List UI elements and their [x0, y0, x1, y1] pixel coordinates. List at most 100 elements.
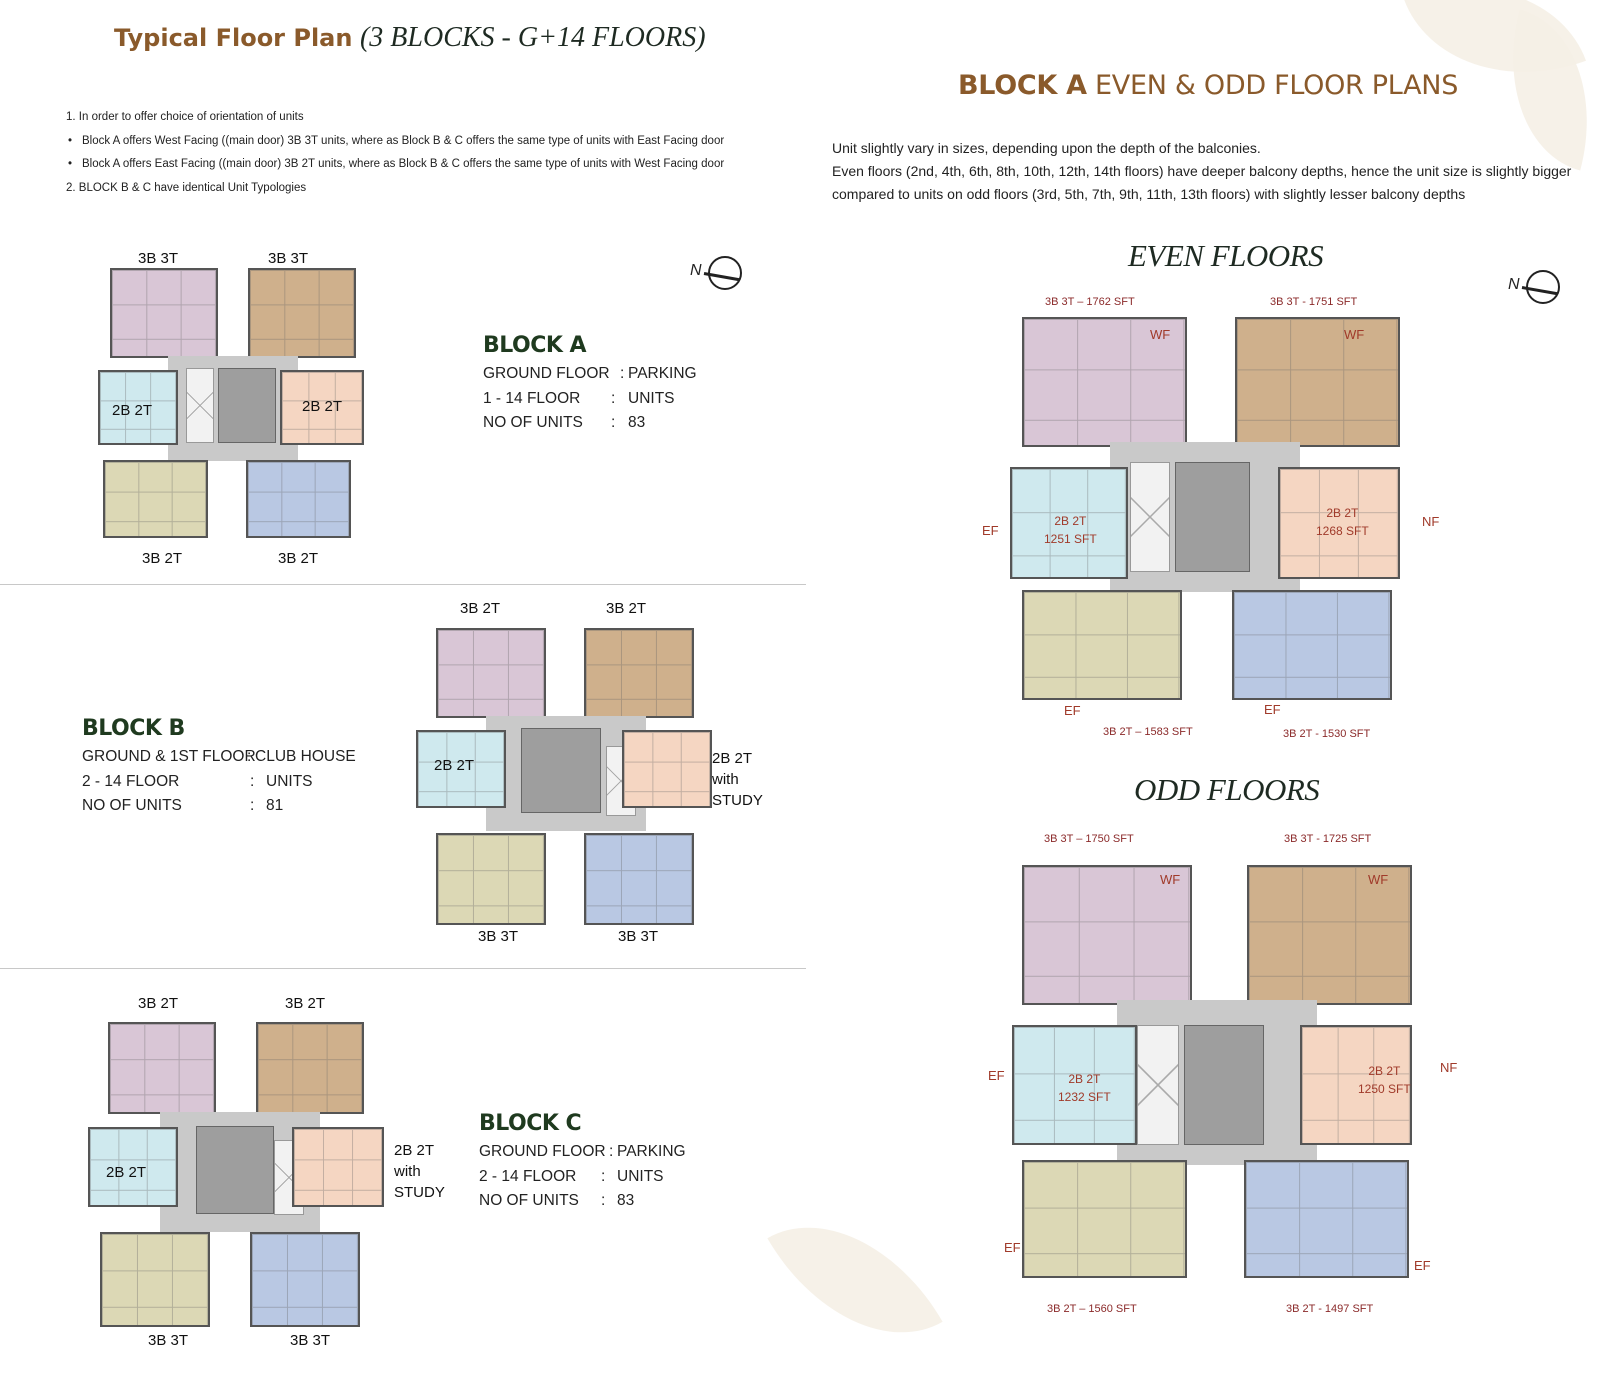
unit-label: 3B 2T: [460, 600, 501, 617]
facing-label: EF: [982, 523, 999, 538]
unit-label: 2B 2T with STUDY: [394, 1142, 445, 1201]
unit-size-label: 3B 2T - 1497 SFT: [1286, 1303, 1374, 1315]
core-stair-lift: [1175, 462, 1250, 572]
unit-3b2t-top-left: [436, 628, 546, 718]
unit-label: 2B 2T with STUDY: [712, 750, 763, 809]
unit-2b2t-mid-left: [98, 370, 178, 445]
facing-label: NF: [1422, 514, 1440, 529]
unit-size-label: 3B 3T – 1762 SFT: [1045, 296, 1135, 308]
unit-2b2t-mid-left: [1010, 467, 1128, 579]
unit-3b2t-top-right: [584, 628, 694, 718]
core-lift: [218, 368, 276, 443]
unit-2b2t-study-mid-right: [292, 1127, 384, 1207]
info-value: PARKING: [628, 365, 697, 382]
unit-2b2t-mid-right: [1300, 1025, 1412, 1145]
unit-3b3t-top-right: [248, 268, 356, 358]
info-value: CLUB HOUSE: [255, 748, 356, 765]
unit-3b3t-bottom-left: [100, 1232, 210, 1327]
unit-3b3t-bottom-right: [584, 833, 694, 925]
info-key: GROUND & 1ST FLOOR: [82, 748, 256, 765]
info-key: 2 - 14 FLOOR: [479, 1167, 577, 1185]
note-line: 1. In order to offer choice of orientati…: [66, 111, 304, 123]
desc-line: Unit slightly vary in sizes, depending u…: [832, 140, 1261, 156]
block-b-title: BLOCK B: [82, 716, 185, 741]
block-a-info: BLOCK A GROUND FLOOR:PARKING 1 - 14 FLOO…: [483, 333, 697, 436]
unit-label: 2B 2T: [112, 402, 153, 419]
info-value: 81: [266, 797, 284, 814]
unit-label: 3B 2T: [142, 550, 183, 567]
right-title-bold: BLOCK A: [958, 70, 1087, 101]
facing-label: WF: [1160, 872, 1181, 887]
unit-size-label: 3B 2T – 1560 SFT: [1047, 1303, 1137, 1315]
right-page-title: BLOCK A EVEN & ODD FLOOR PLANS: [958, 70, 1458, 101]
unit-label: 3B 3T: [268, 250, 309, 267]
unit-3b2t-top-left: [108, 1022, 216, 1114]
unit-2b2t-mid-left: [416, 730, 506, 808]
unit-label: 3B 3T: [148, 1332, 189, 1349]
facing-label: NF: [1440, 1060, 1458, 1075]
unit-3b3t-top-right: [1235, 317, 1400, 447]
info-value: UNITS: [617, 1167, 664, 1185]
info-key: 2 - 14 FLOOR: [82, 772, 180, 790]
unit-size-label: 3B 3T - 1725 SFT: [1284, 833, 1372, 845]
section-divider: [0, 968, 806, 969]
info-value: UNITS: [266, 772, 313, 790]
block-a-title: BLOCK A: [483, 333, 587, 358]
facing-label: WF: [1368, 872, 1389, 887]
info-value: UNITS: [628, 389, 675, 407]
unit-3b3t-top-right: [1247, 865, 1412, 1005]
odd-floors-title: ODD FLOORS: [1134, 772, 1320, 807]
unit-2b2t-study-mid-right: [622, 730, 712, 808]
unit-3b2t-bottom-left: [1022, 1160, 1187, 1278]
orientation-notes: 1. In order to offer choice of orientati…: [66, 106, 724, 200]
north-compass: N: [1508, 270, 1560, 306]
core-lift: [521, 728, 601, 813]
unit-size-label: 3B 2T – 1583 SFT: [1103, 726, 1193, 738]
title-bold: Typical Floor Plan: [114, 24, 353, 52]
unit-3b3t-bottom-right: [250, 1232, 360, 1327]
facing-label: EF: [988, 1068, 1005, 1083]
unit-label: 2B 2T: [302, 398, 343, 415]
unit-3b2t-bottom-right: [1244, 1160, 1409, 1278]
unit-2b2t-mid-right: [280, 370, 364, 445]
unit-label: 3B 2T: [278, 550, 319, 567]
unit-size-label: 3B 2T - 1530 SFT: [1283, 728, 1371, 740]
block-c-info: BLOCK C GROUND FLOOR:PARKING 2 - 14 FLOO…: [479, 1111, 686, 1214]
title-italic: (3 BLOCKS - G+14 FLOORS): [359, 22, 706, 53]
note-line: Block A offers West Facing ((main door) …: [66, 130, 724, 154]
unit-label: 2B 2T: [106, 1164, 147, 1181]
facing-label: EF: [1064, 703, 1081, 718]
unit-label: 3B 2T: [285, 995, 326, 1012]
unit-label: 3B 2T: [606, 600, 647, 617]
unit-2b2t-mid-left: [1012, 1025, 1137, 1145]
facing-label: EF: [1004, 1240, 1021, 1255]
block-b-info: BLOCK B GROUND & 1ST FLOOR:CLUB HOUSE 2 …: [82, 716, 356, 819]
right-title-rest: EVEN & ODD FLOOR PLANS: [1095, 70, 1459, 101]
unit-label: 3B 3T: [478, 928, 519, 945]
unit-3b2t-bottom-right: [246, 460, 351, 538]
info-key: GROUND FLOOR: [483, 365, 610, 382]
desc-line: Even floors (2nd, 4th, 6th, 8th, 10th, 1…: [832, 163, 1572, 202]
unit-3b2t-top-right: [256, 1022, 364, 1114]
unit-label: 3B 3T: [290, 1332, 331, 1349]
unit-label: 3B 3T: [138, 250, 179, 267]
unit-3b3t-bottom-left: [436, 833, 546, 925]
info-value: PARKING: [617, 1143, 686, 1160]
info-key: NO OF UNITS: [483, 414, 583, 431]
right-page-description: Unit slightly vary in sizes, depending u…: [832, 137, 1572, 206]
unit-label: 3B 3T: [618, 928, 659, 945]
unit-label: 3B 2T: [138, 995, 179, 1012]
core-void: [1137, 1025, 1179, 1145]
note-line: 2. BLOCK B & C have identical Unit Typol…: [66, 181, 307, 194]
unit-3b3t-top-left: [110, 268, 218, 358]
note-line: Block A offers East Facing ((main door) …: [66, 153, 724, 177]
decorative-leaf: [767, 1183, 943, 1377]
info-value: 83: [628, 414, 646, 431]
info-key: NO OF UNITS: [479, 1192, 579, 1209]
info-value: 83: [617, 1192, 635, 1209]
info-key: GROUND FLOOR: [479, 1143, 606, 1160]
